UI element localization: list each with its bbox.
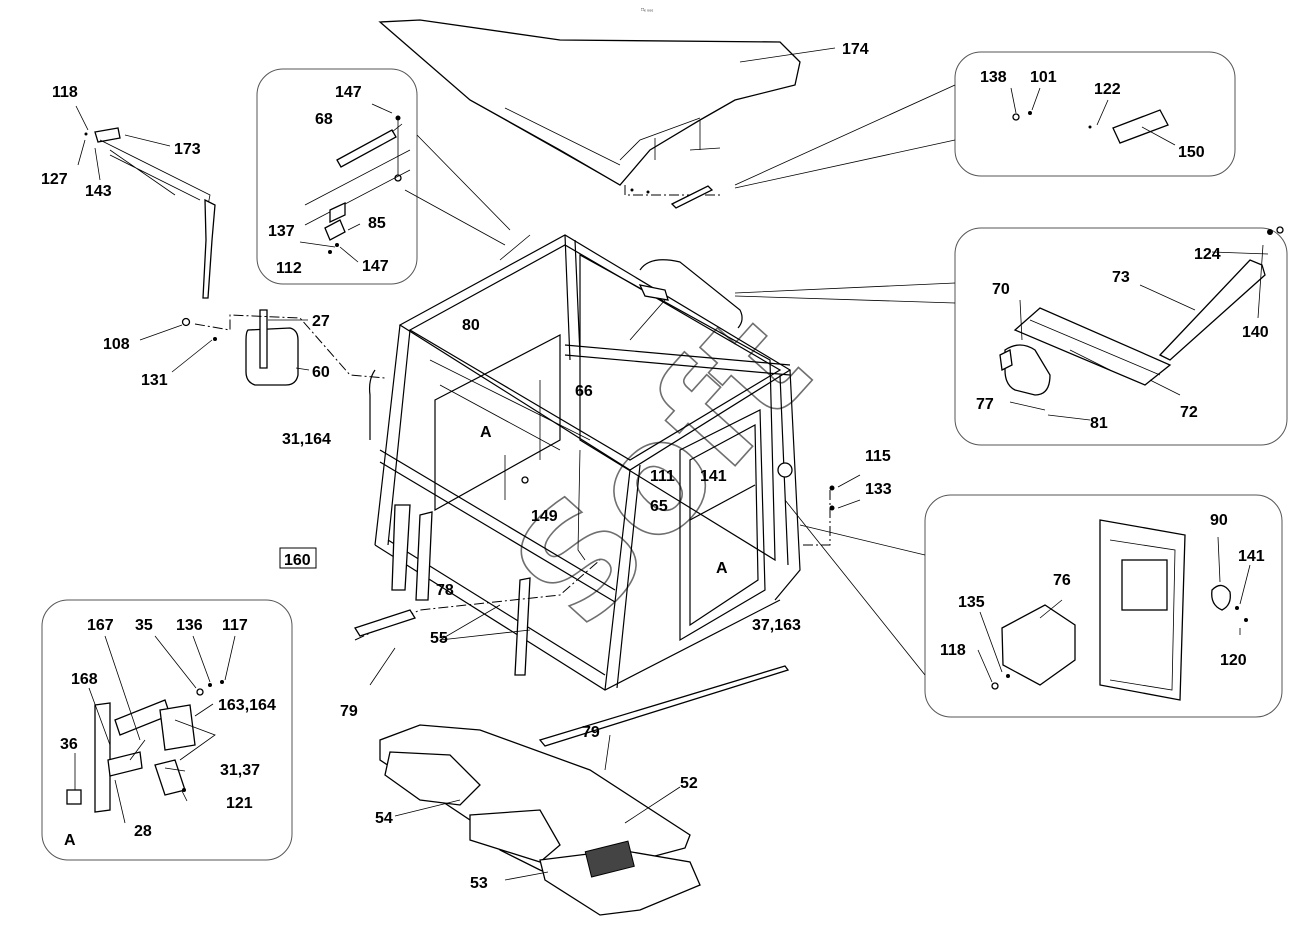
label-a: A <box>716 560 728 577</box>
image-id-label: □ₓ ₀₀₀ <box>641 7 653 13</box>
label-167: 167 <box>87 617 114 634</box>
label-66: 66 <box>575 383 593 400</box>
label-111: 111 <box>650 468 675 485</box>
label-a: A <box>480 424 492 441</box>
label-173: 173 <box>174 141 201 158</box>
fasteners-115-133 <box>800 474 861 546</box>
label-160-box <box>279 547 317 569</box>
label-147: 147 <box>335 84 362 101</box>
label-55: 55 <box>430 630 448 647</box>
label-143: 143 <box>85 183 112 200</box>
label-80: 80 <box>462 317 480 334</box>
label-135: 135 <box>958 594 985 611</box>
label-140: 140 <box>1242 324 1269 341</box>
panel-gas-spring <box>256 68 418 285</box>
label-122: 122 <box>1094 81 1121 98</box>
label-120: 120 <box>1220 652 1247 669</box>
label-141: 141 <box>700 468 727 485</box>
label-77: 77 <box>976 396 994 413</box>
label-27: 27 <box>312 313 330 330</box>
panel-washer-tank <box>784 494 1283 718</box>
label-149: 149 <box>531 508 558 525</box>
label-36: 36 <box>60 736 78 753</box>
label-108: 108 <box>103 336 130 353</box>
label-121: 121 <box>226 795 253 812</box>
wiper-arm-left <box>75 105 216 299</box>
label-163-164: 163,164 <box>218 697 276 714</box>
label-150: 150 <box>1178 144 1205 161</box>
label-160: 160 <box>284 552 311 569</box>
label-28: 28 <box>134 823 152 840</box>
panel-detail-a <box>41 599 293 861</box>
label-79: 79 <box>340 703 358 720</box>
label-85: 85 <box>368 215 386 232</box>
label-31-164: 31,164 <box>282 431 331 448</box>
label-141: 141 <box>1238 548 1265 565</box>
label-73: 73 <box>1112 269 1130 286</box>
floor-mats <box>354 604 790 916</box>
label-118: 118 <box>940 642 966 659</box>
label-117: 117 <box>222 617 248 634</box>
mirror-part <box>139 309 386 386</box>
label-70: 70 <box>992 281 1010 298</box>
label-35: 35 <box>135 617 153 634</box>
label-124: 124 <box>1194 246 1221 263</box>
label-53: 53 <box>470 875 488 892</box>
label-54: 54 <box>375 810 393 827</box>
part-number-labels: 174 147 68 137 85 112 147 118 173 127 14… <box>41 41 1269 892</box>
label-115: 115 <box>865 448 891 465</box>
panel-wiper-motor <box>734 226 1288 446</box>
label-76: 76 <box>1053 572 1071 589</box>
label-133: 133 <box>865 481 892 498</box>
label-127: 127 <box>41 171 68 188</box>
label-101: 101 <box>1030 69 1057 86</box>
label-78: 78 <box>436 582 454 599</box>
label-72: 72 <box>1180 404 1198 421</box>
label-a: A <box>64 832 76 849</box>
label-147: 147 <box>362 258 389 275</box>
label-60: 60 <box>312 364 330 381</box>
label-90: 90 <box>1210 512 1228 529</box>
label-31-37: 31,37 <box>220 762 260 779</box>
label-65: 65 <box>650 498 668 515</box>
label-112: 112 <box>276 260 302 277</box>
label-168: 168 <box>71 671 98 688</box>
label-174: 174 <box>842 41 869 58</box>
panel-roof-hardware <box>734 51 1236 189</box>
label-79: 79 <box>582 724 600 741</box>
label-68: 68 <box>315 111 333 128</box>
label-138: 138 <box>980 69 1007 86</box>
label-118: 118 <box>52 84 78 101</box>
label-136: 136 <box>176 617 203 634</box>
roof-part <box>378 19 836 209</box>
label-52: 52 <box>680 775 698 792</box>
label-81: 81 <box>1090 415 1108 432</box>
label-37-163: 37,163 <box>752 617 801 634</box>
label-137: 137 <box>268 223 295 240</box>
label-131: 131 <box>141 372 168 389</box>
